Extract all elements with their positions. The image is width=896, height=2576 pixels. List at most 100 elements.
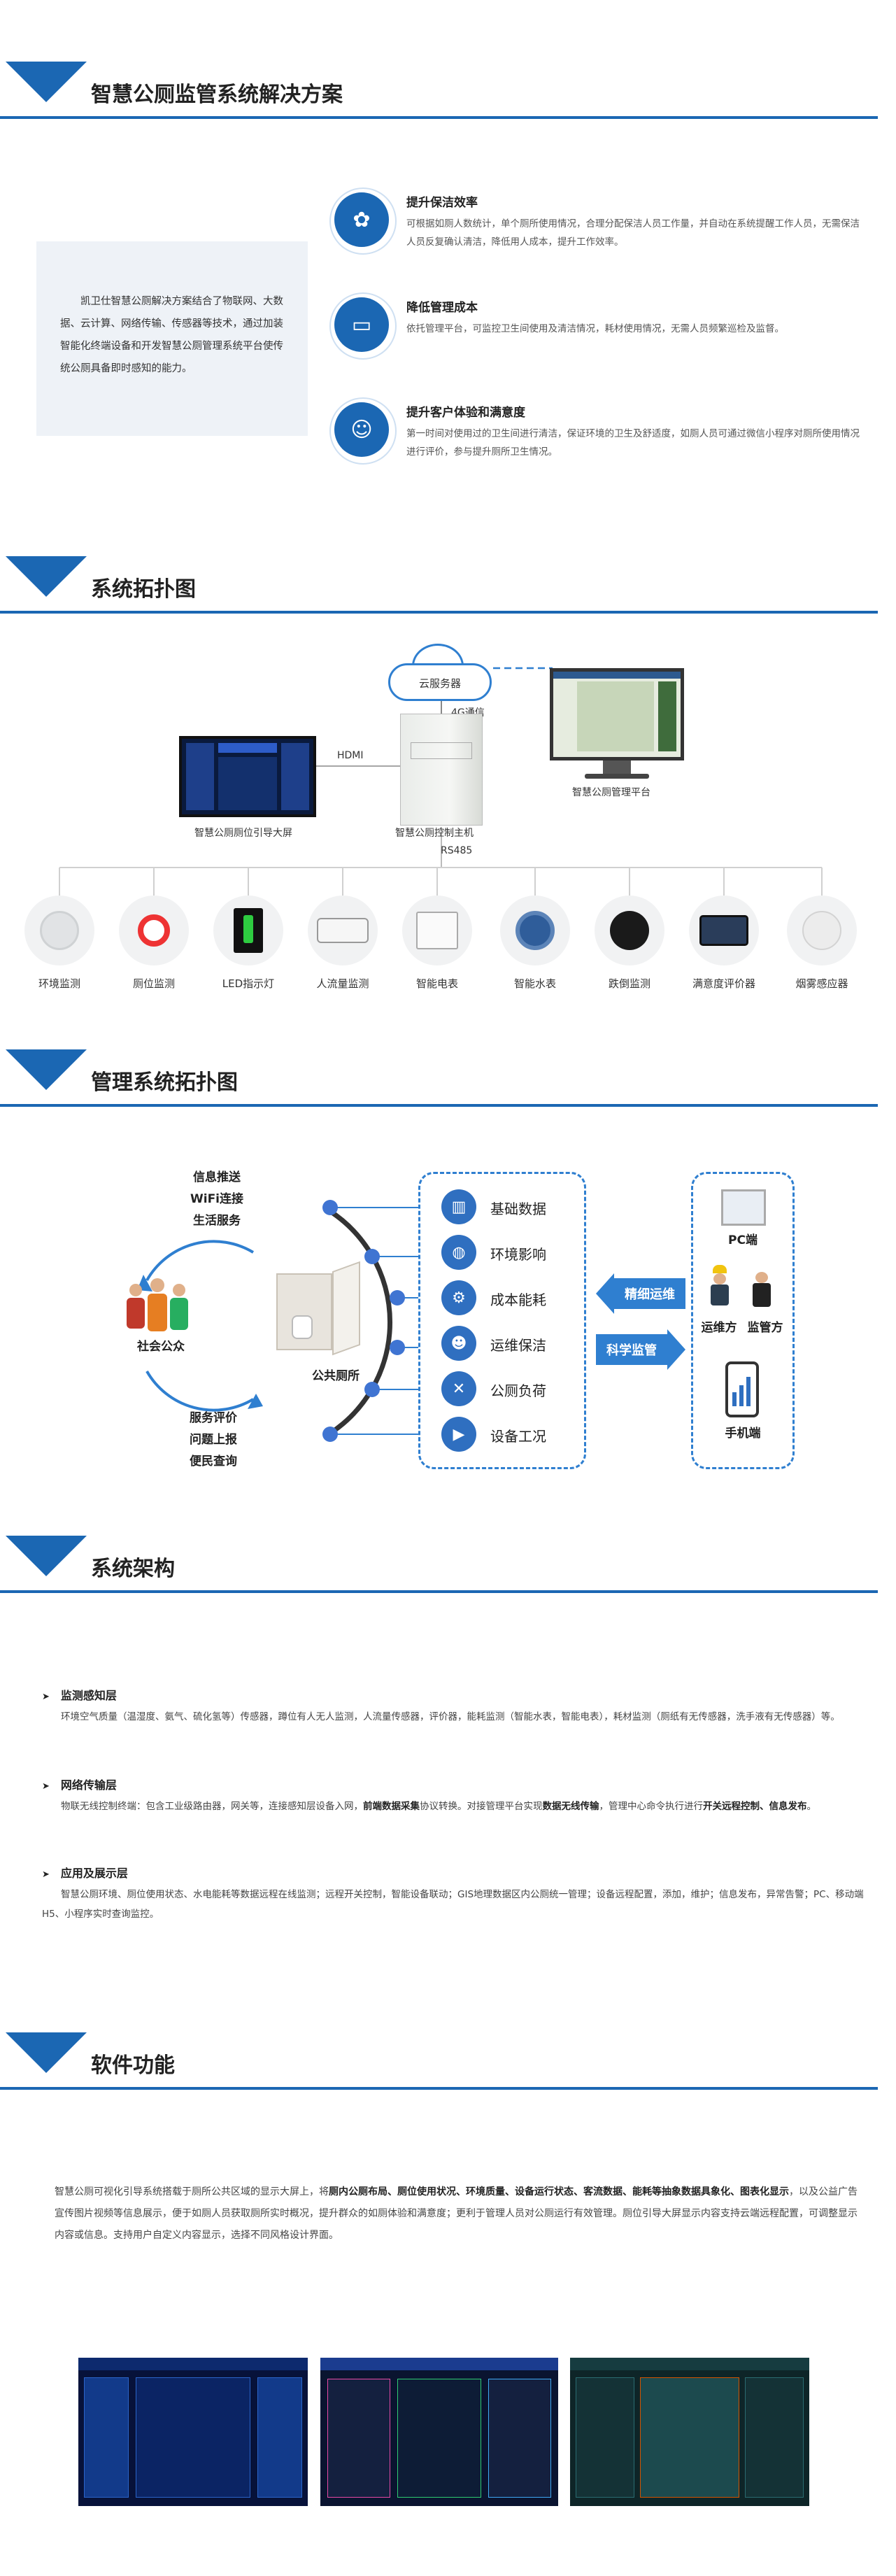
management-items-panel: ▥ 基础数据 ◍ 环境影响 ⚙ 成本能耗 ☻ 运维保洁 ✕ 公厕负荷 ▶ 设备工… — [418, 1172, 586, 1469]
header-underline — [0, 116, 878, 119]
screen-preview-1 — [78, 2358, 308, 2506]
management-diagram-lines — [137, 1200, 418, 1442]
header-underline — [0, 2087, 878, 2090]
device-label: 烟雾感应器 — [795, 977, 848, 990]
intro-text: 凯卫仕智慧公厕解决方案结合了物联网、大数据、云计算、网络传输、传感器等技术，通过… — [60, 296, 283, 374]
toilet-room-icon — [262, 1259, 367, 1371]
cloud-server-icon: 云服务器 — [388, 644, 492, 701]
tools-icon: ✕ — [441, 1371, 476, 1406]
arch-heading: 应用及展示层 — [42, 1864, 128, 1881]
section-header-topology: 系统拓扑图 — [0, 556, 896, 619]
section-title: 软件功能 — [91, 2053, 175, 2078]
smile-icon: ☺ — [329, 397, 397, 465]
section-header-solution: 智慧公厕监管系统解决方案 — [0, 62, 896, 125]
arch-heading: 监测感知层 — [42, 1686, 117, 1703]
fall-sensor-icon — [595, 896, 664, 965]
benefit-item: ☺ 提升客户体验和满意度 第一时间对使用过的卫生间进行清洁，保证环境的卫生及舒适… — [329, 397, 880, 486]
bottom-services: 服务评价 问题上报 便民查询 — [175, 1408, 252, 1473]
arrow-label: 精细运维 — [614, 1278, 685, 1309]
benefit-desc: 可根据如厕人数统计，单个厕所使用情况，合理分配保洁人员工作量，并自动在系统提醒工… — [406, 218, 860, 248]
benefit-title: 提升客户体验和满意度 — [406, 406, 525, 420]
section-title: 系统架构 — [91, 1557, 175, 1581]
mg-item-label: 成本能耗 — [490, 1291, 546, 1308]
people-counter-icon — [308, 896, 378, 965]
mg-item: ▶ 设备工况 — [441, 1417, 588, 1452]
service-label: 生活服务 — [193, 1214, 241, 1228]
mg-item-label: 基础数据 — [490, 1201, 546, 1217]
header-triangle — [6, 556, 87, 597]
arrow-left-fine-ops: 精细运维 — [596, 1273, 685, 1314]
smart-meter-icon — [402, 896, 472, 965]
bar-chart-icon: ▥ — [441, 1189, 476, 1224]
arch-text: 物联无线控制终端：包含工业级路由器，网关等，连接感知层设备入网，前端数据采集协议… — [42, 1797, 864, 1816]
arch-text-b: 前端数据采集 — [363, 1801, 420, 1812]
header-underline — [0, 1104, 878, 1107]
device-label: 人流量监测 — [316, 977, 369, 990]
arch-heading: 网络传输层 — [42, 1776, 117, 1792]
device-label: 厕位监测 — [132, 977, 175, 990]
arch-text-e: ，管理中心命令执行进行 — [599, 1801, 704, 1812]
rs485-label: RS485 — [441, 845, 473, 856]
section-title: 管理系统拓扑图 — [91, 1070, 238, 1095]
service-label: 问题上报 — [190, 1433, 237, 1447]
service-label: WiFi连接 — [190, 1192, 244, 1206]
header-underline — [0, 1590, 878, 1593]
led-light-icon — [213, 896, 283, 965]
control-host-image — [400, 714, 483, 826]
software-text-c: ，以及公益广告宣传图片视频等信息展示，便于如厕人员获取厕所实时概况，提升群众的如… — [55, 2186, 858, 2241]
service-label: 便民查询 — [190, 1455, 237, 1469]
benefit-title: 降低管理成本 — [406, 301, 478, 315]
header-triangle — [6, 2032, 87, 2073]
screen-label: 智慧公厕厕位引导大屏 — [194, 828, 292, 839]
smoke-sensor-icon — [787, 896, 857, 965]
header-triangle — [6, 1049, 87, 1090]
cloud-label: 云服务器 — [418, 677, 461, 690]
mg-item-label: 环境影响 — [490, 1246, 546, 1263]
public-people-icon — [122, 1277, 199, 1336]
gov-label: 监管方 — [747, 1321, 783, 1335]
water-meter-icon — [500, 896, 570, 965]
arch-text-g: 。 — [806, 1801, 817, 1812]
intro-box: 凯卫仕智慧公厕解决方案结合了物联网、大数据、云计算、网络传输、传感器等技术，通过… — [36, 241, 308, 436]
monitor-base — [585, 774, 649, 779]
guide-screen-image — [179, 736, 316, 817]
benefit-item: ✿ 提升保洁效率 可根据如厕人数统计，单个厕所使用情况，合理分配保洁人员工作量，… — [329, 187, 880, 276]
hdmi-label: HDMI — [337, 750, 364, 761]
pc-label: PC端 — [728, 1233, 758, 1247]
benefit-item: ▭ 降低管理成本 依托管理平台，可监控卫生间使用及清洁情况，耗材使用情况，无需人… — [329, 292, 880, 381]
section-header-architecture: 系统架构 — [0, 1536, 896, 1599]
arch-text-d: 数据无线传输 — [542, 1801, 599, 1812]
screen-preview-2 — [320, 2358, 558, 2506]
environment-sensor-icon — [24, 896, 94, 965]
public-label: 社会公众 — [137, 1340, 185, 1354]
device-label: 智能水表 — [513, 977, 556, 990]
toilet-label: 公共厕所 — [312, 1369, 360, 1383]
device-label: 跌倒监测 — [608, 977, 650, 990]
play-screen-icon: ▶ — [441, 1417, 476, 1452]
section-header-management: 管理系统拓扑图 — [0, 1049, 896, 1112]
benefit-desc: 第一时间对使用过的卫生间进行清洁，保证环境的卫生及舒适度，如厕人员可通过微信小程… — [406, 428, 860, 458]
people-icon: ☻ — [441, 1326, 476, 1361]
terminal-panel: PC端 运维方 监管方 手机端 — [691, 1172, 795, 1469]
section-title: 智慧公厕监管系统解决方案 — [91, 83, 343, 107]
section-header-software: 软件功能 — [0, 2032, 896, 2095]
software-text-b: 厕内公厕布局、厕位使用状况、环境质量、设备运行状态、客流数据、能耗等抽象数据具象… — [329, 2186, 789, 2198]
mg-item-label: 设备工况 — [490, 1428, 546, 1445]
pc-icon — [721, 1189, 766, 1226]
mg-item-label: 公厕负荷 — [490, 1382, 546, 1399]
broom-icon: ✿ — [329, 187, 397, 255]
device-label: 环境监测 — [38, 977, 80, 990]
mg-item: ✕ 公厕负荷 — [441, 1371, 588, 1406]
mg-item: ▥ 基础数据 — [441, 1189, 588, 1224]
monitor-stand — [603, 760, 631, 776]
device-row: 环境监测 厕位监测 LED指示灯 人流量监测 智能电表 智能水表 跌倒监测 满意… — [0, 896, 896, 1014]
arrow-right-supervision: 科学监管 — [596, 1329, 685, 1370]
mobile-icon — [725, 1361, 759, 1417]
service-label: 信息推送 — [193, 1170, 241, 1184]
software-description: 智慧公厕可视化引导系统搭载于厕所公共区域的显示大屏上，将厕内公厕布局、厕位使用状… — [55, 2181, 859, 2246]
stall-sensor-icon — [119, 896, 189, 965]
header-underline — [0, 611, 878, 614]
screen-preview-3 — [570, 2358, 809, 2506]
device-label: 满意度评价器 — [692, 977, 755, 990]
mg-item: ◍ 环境影响 — [441, 1235, 588, 1270]
